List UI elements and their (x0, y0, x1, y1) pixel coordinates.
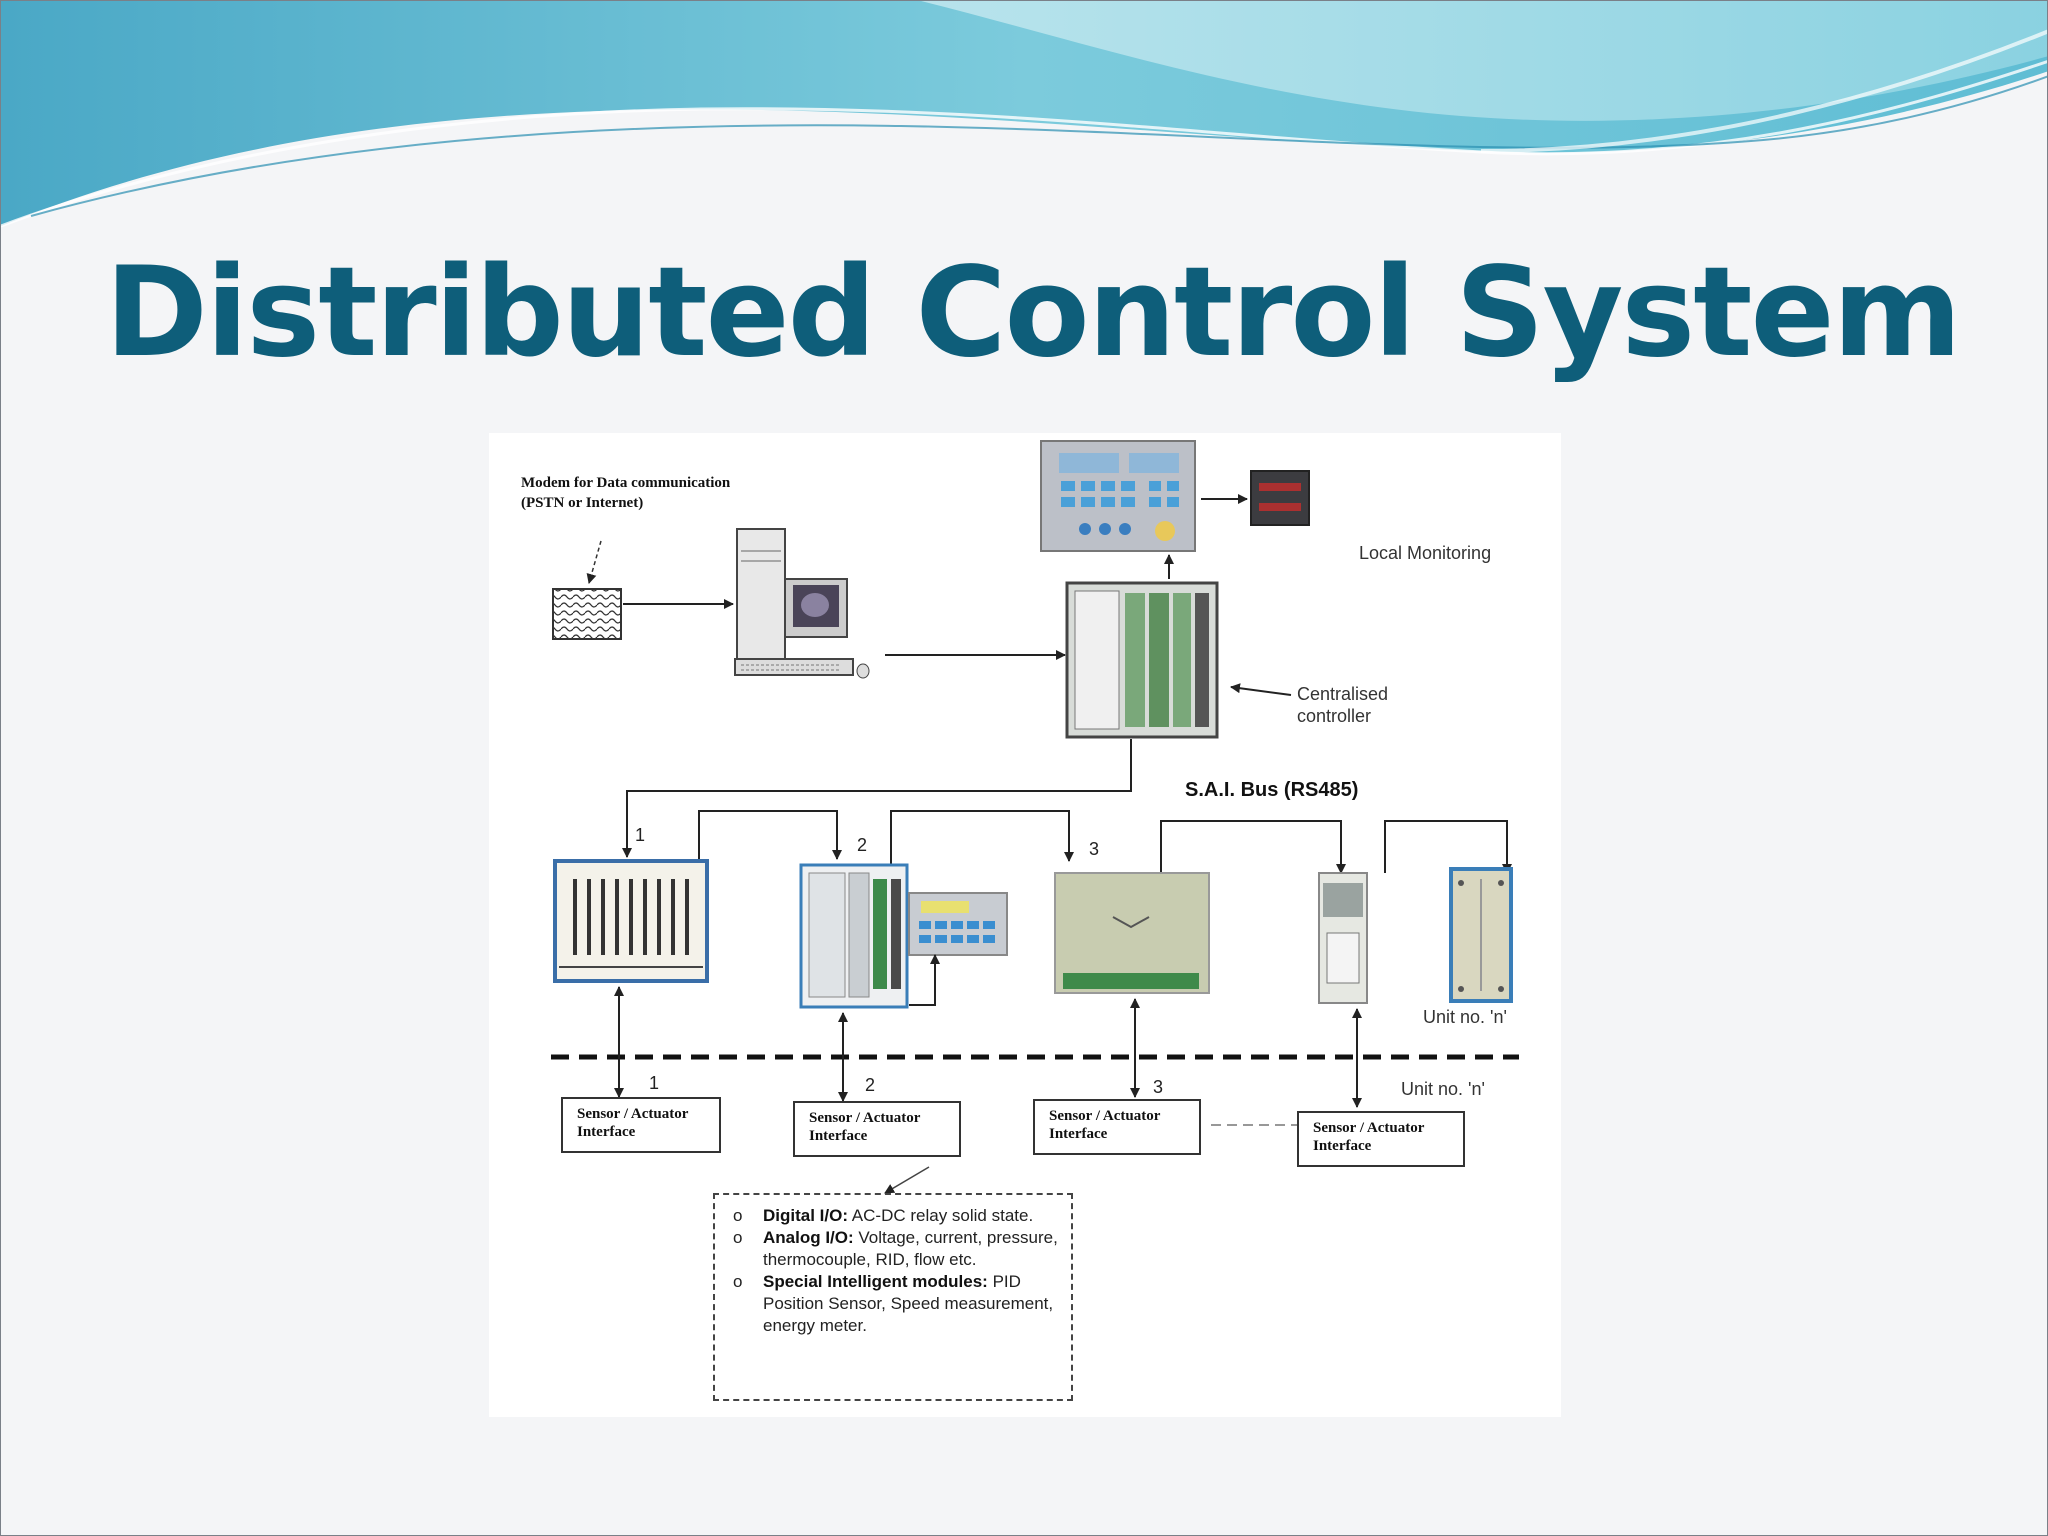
sensor-actuator-interface-1: Sensor / Actuator Interface (561, 1097, 721, 1153)
diagram-graphics (551, 440, 1519, 1194)
operator-panel-icon (1040, 440, 1196, 552)
sensor-actuator-interface-n: Sensor / Actuator Interface (1297, 1111, 1465, 1167)
unit-number-1-bottom: 1 (649, 1073, 660, 1093)
notes-pointer-arrow (884, 1166, 930, 1194)
note-special-modules: o Special Intelligent modules: PID Posit… (733, 1272, 1054, 1335)
unit-number-2-bottom: 2 (865, 1075, 876, 1095)
unit-n-label-bottom: Unit no. 'n' (1401, 1079, 1485, 1099)
bus-connections (622, 739, 1512, 874)
keypad-icon (908, 892, 1008, 956)
enclosure-icon (1449, 867, 1513, 1003)
unit-n-label-top: Unit no. 'n' (1423, 1007, 1507, 1027)
header-wave-banner (1, 1, 2047, 228)
sensor-actuator-interface-3: Sensor / Actuator Interface (1033, 1099, 1201, 1155)
unit-number-3-bottom: 3 (1153, 1077, 1164, 1097)
computer-icon (734, 528, 870, 679)
io-rack-icon (553, 859, 709, 983)
unit-number-3-top: 3 (1089, 839, 1100, 859)
controller-label-arrow (1230, 683, 1292, 696)
bus-label: S.A.I. Bus (RS485) (1185, 779, 1359, 801)
plc-to-keypad-arrow (909, 954, 940, 1006)
dcs-diagram: Modem for Data communication (PSTN or In… (489, 433, 1561, 1417)
slide-title: Distributed Control System (105, 241, 1962, 385)
note-analog-io: o Analog I/O: Voltage, current, pressure… (733, 1228, 1058, 1269)
centralised-controller-label: Centralised controller (1297, 684, 1389, 726)
unit-number-2-top: 2 (857, 835, 868, 855)
controller-rack-icon (1065, 581, 1219, 739)
sensor-actuator-interface-2: Sensor / Actuator Interface (793, 1101, 961, 1157)
local-monitoring-label: Local Monitoring (1359, 543, 1492, 563)
module-icon (1054, 872, 1210, 994)
plc-icon (799, 863, 909, 1009)
unit-number-1-top: 1 (635, 825, 646, 845)
modem-label: Modem for Data communication (PSTN or In… (521, 475, 731, 511)
module-notes-box: o Digital I/O: AC-DC relay solid state. … (713, 1193, 1073, 1401)
din-module-icon (1318, 872, 1368, 1004)
note-digital-io: o Digital I/O: AC-DC relay solid state. (733, 1206, 1034, 1225)
modem-pointer-arrow (586, 540, 602, 584)
modem-icon (552, 588, 622, 640)
interface-arrows (614, 986, 1362, 1108)
display-icon (1250, 470, 1310, 526)
